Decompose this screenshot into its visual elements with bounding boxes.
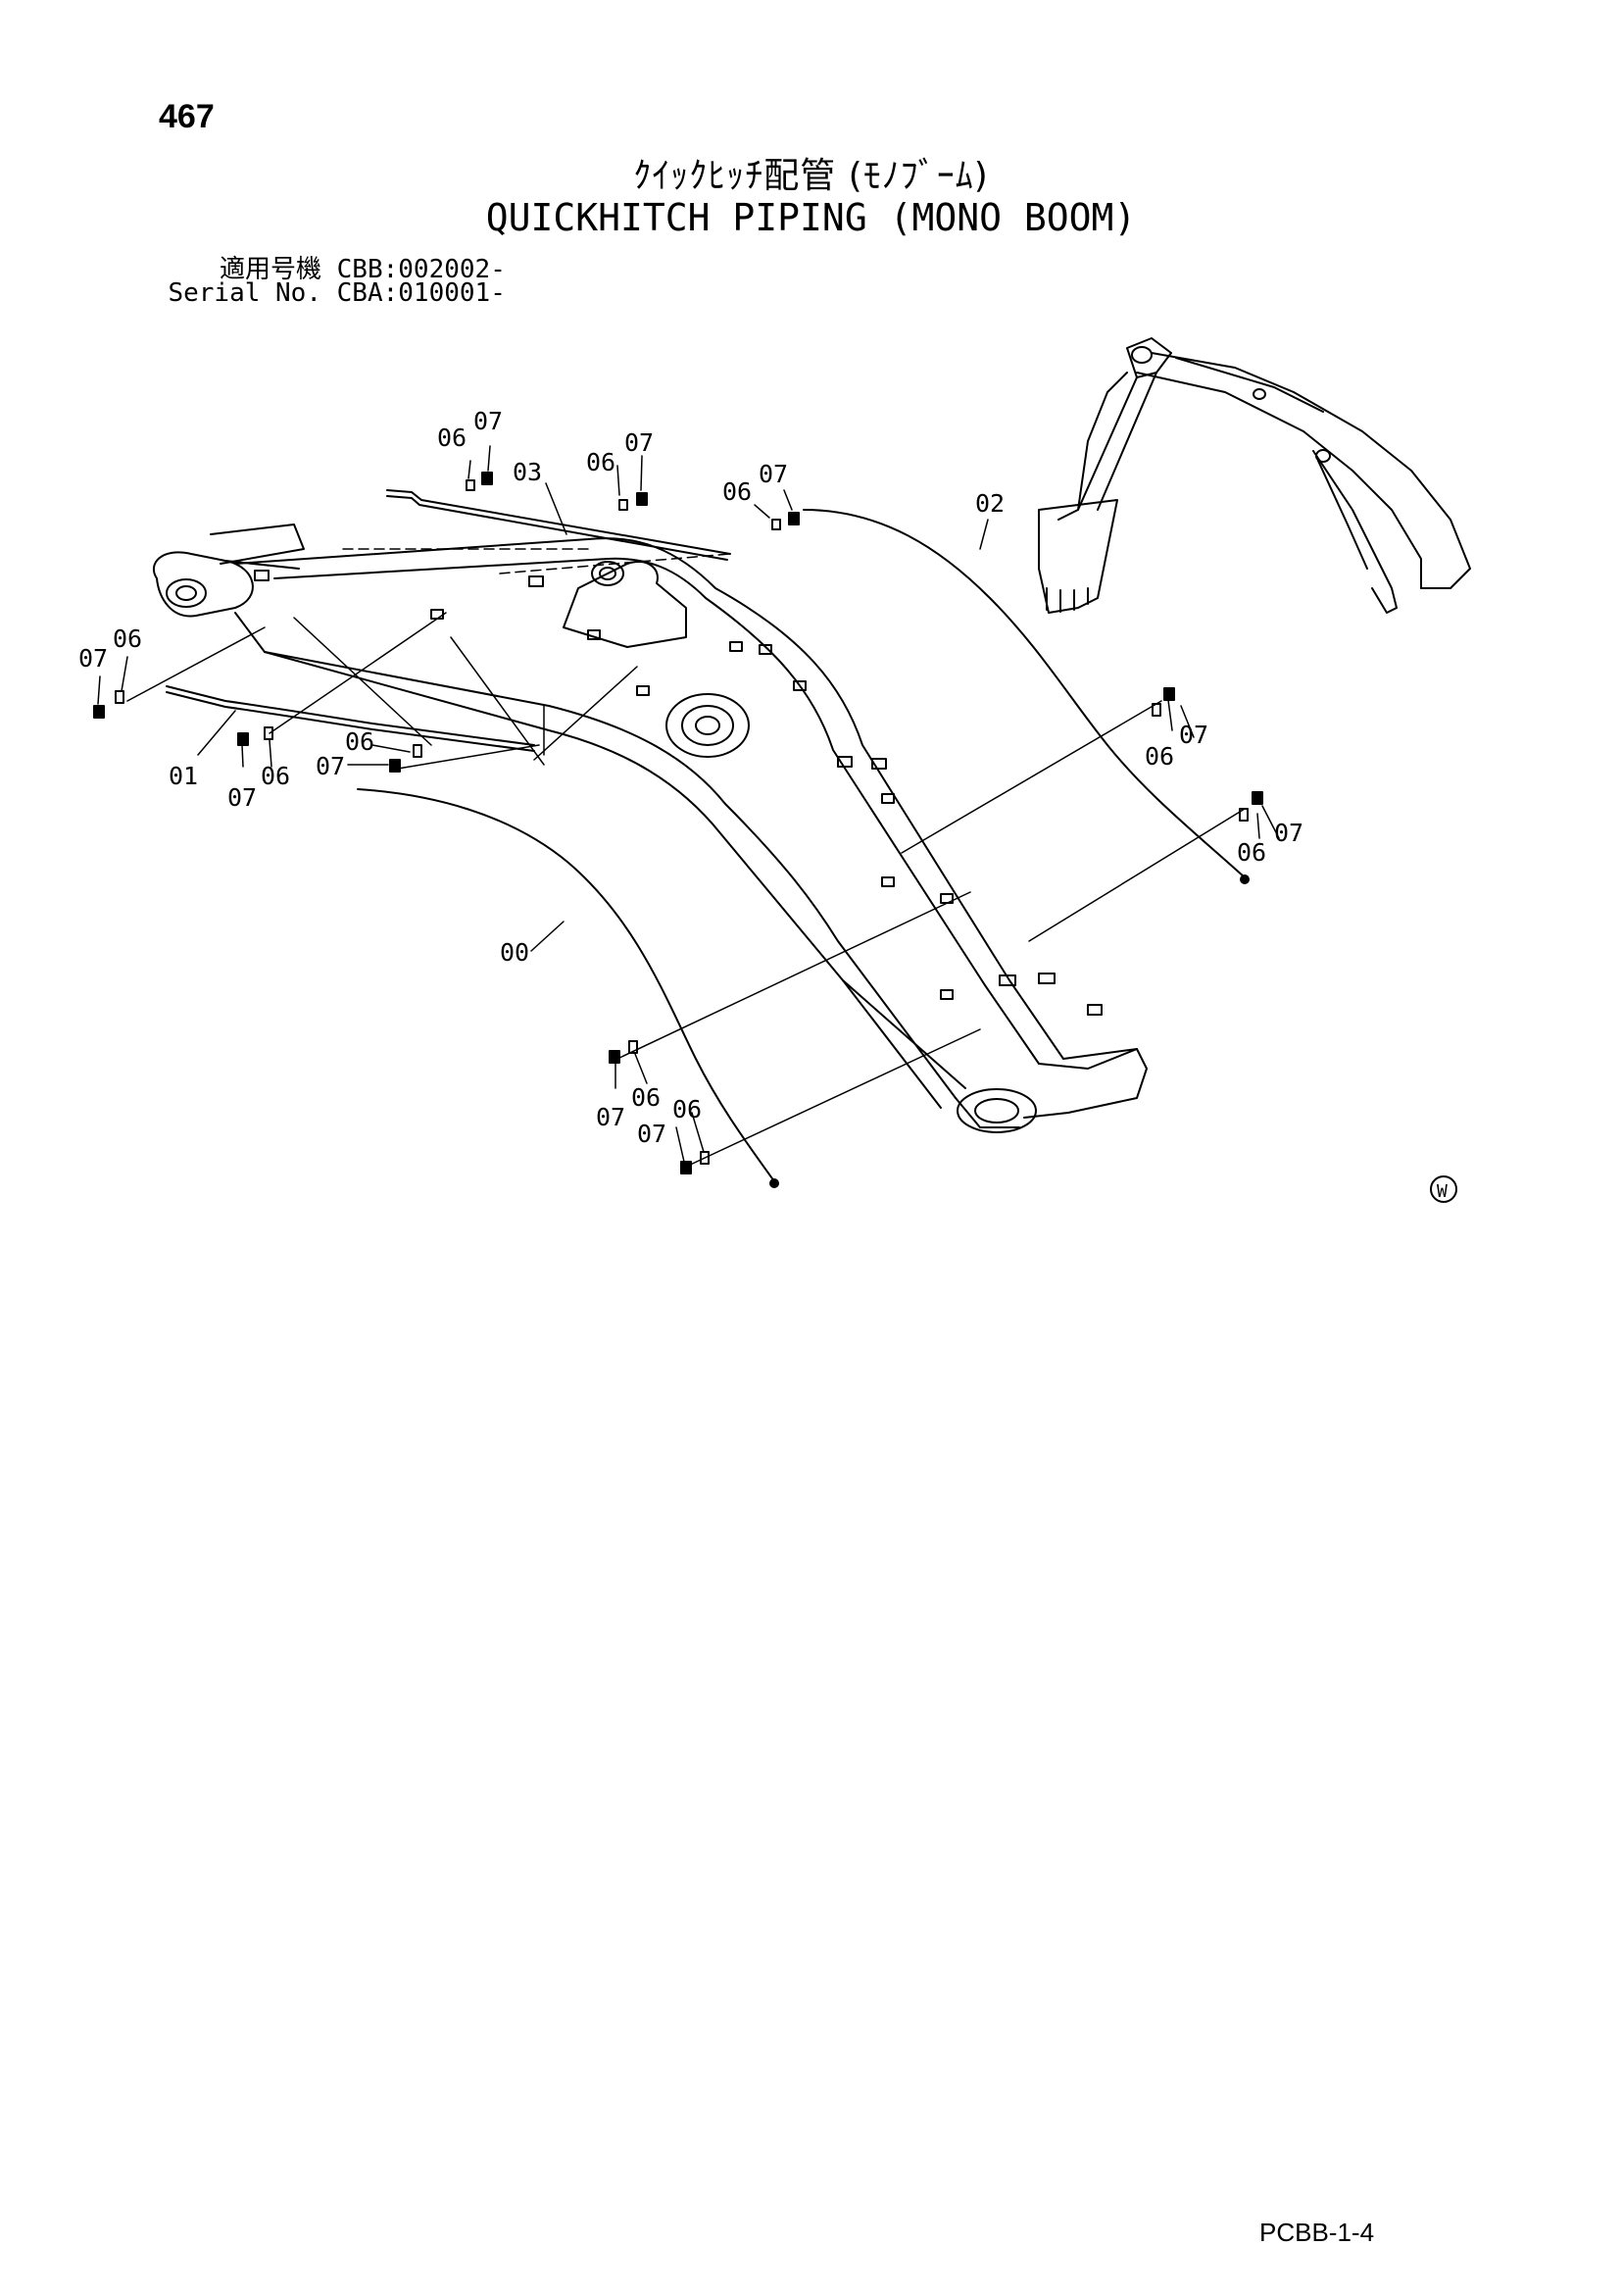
serial-value: CBB:002002-	[336, 255, 506, 284]
serial-row-number: Serial No. CBA:010001-	[155, 278, 506, 308]
callout-label: 07	[1274, 819, 1303, 847]
callout-label: 00	[500, 938, 529, 967]
callout-label: 07	[624, 428, 654, 457]
callout-label: 07	[473, 407, 503, 435]
boom-body	[152, 524, 1148, 1133]
watermark-symbol: W	[1430, 1175, 1457, 1203]
pipe-01	[166, 685, 535, 752]
callout-label: 06	[437, 424, 467, 452]
callout-label: 07	[316, 752, 345, 780]
callout-label: 06	[261, 762, 290, 790]
callout-label: 07	[227, 783, 257, 812]
callout-label: 02	[975, 489, 1005, 518]
callout-label: 07	[637, 1120, 666, 1148]
serial-value: CBA:010001-	[336, 278, 506, 308]
callout-label: 06	[113, 624, 142, 653]
title-japanese: ｸｲｯｸﾋｯﾁ配管 (ﾓﾉﾌﾞｰﾑ)	[633, 156, 989, 196]
boom-arm-bucket-thumbnail	[1038, 337, 1471, 614]
callout-label: 06	[1145, 742, 1174, 771]
callout-label: 06	[722, 477, 752, 506]
assembly-lines	[97, 445, 1280, 1168]
footer-page-code: PCBB-1-4	[1259, 2218, 1375, 2247]
pipe-03	[386, 489, 731, 561]
callout-label: 06	[1237, 838, 1266, 867]
callout-label: 06	[586, 448, 615, 476]
callout-label: 07	[596, 1103, 625, 1131]
fasteners	[93, 472, 1263, 1188]
callout-label: 06	[631, 1083, 661, 1112]
pipe-02	[803, 509, 1246, 878]
callout-label: 07	[759, 460, 788, 488]
pipe-00	[357, 788, 775, 1182]
callout-label: 01	[169, 762, 198, 790]
callout-label: 07	[1179, 721, 1208, 749]
serial-label: 適用号機	[219, 255, 321, 284]
serial-row-applicable: 適用号機 CBB:002002-	[155, 249, 506, 285]
callout-label: 03	[513, 458, 542, 486]
callout-label: 07	[78, 644, 108, 673]
callout-label: 06	[345, 727, 374, 756]
serial-label: Serial No.	[168, 278, 321, 308]
callout-labels: 07 06 03 06 07 06 07 02 07 06 01 07 06 0…	[78, 407, 1303, 1148]
page-number: 467	[159, 98, 215, 135]
watermark-letter: W	[1437, 1181, 1448, 1202]
title-english: QUICKHITCH PIPING (MONO BOOM)	[485, 196, 1137, 239]
callout-label: 06	[672, 1095, 702, 1123]
